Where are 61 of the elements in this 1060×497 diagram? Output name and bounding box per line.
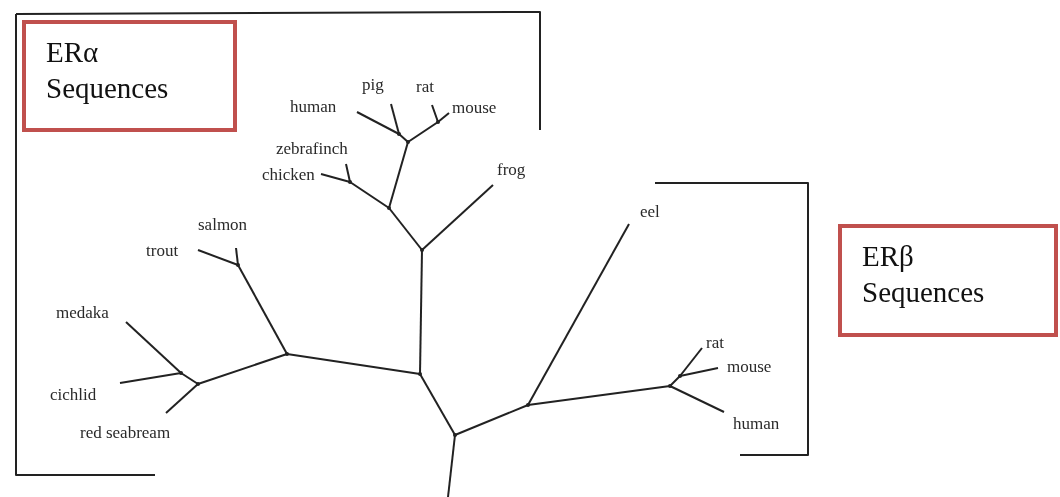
branch-point: [179, 371, 183, 375]
species-label: trout: [146, 242, 179, 260]
branch-point: [678, 374, 682, 378]
branch-point: [436, 120, 440, 124]
species-label: rat: [706, 334, 724, 352]
species-label: chicken: [262, 166, 315, 184]
tree-branch: [286, 353, 421, 375]
tree-branch: [349, 181, 390, 209]
tree-branch: [180, 372, 199, 385]
tree-branch: [527, 385, 671, 406]
tree-branch: [669, 385, 725, 413]
tree-branch: [419, 249, 423, 375]
branch-point: [420, 248, 424, 252]
species-label: cichlid: [50, 386, 97, 404]
species-label: human: [290, 98, 337, 116]
branch-point: [668, 384, 672, 388]
branch-point: [453, 433, 457, 437]
tree-branch: [165, 383, 199, 414]
species-label: pig: [362, 76, 384, 94]
tree-branch: [454, 404, 529, 436]
tree-branch: [356, 111, 400, 135]
species-label: mouse: [452, 99, 497, 117]
branch-point: [236, 263, 240, 267]
tree-branch: [527, 223, 630, 406]
tree-branch: [421, 184, 494, 251]
tree-branch: [235, 247, 239, 266]
species-label: rat: [416, 78, 434, 96]
species-label: salmon: [198, 216, 248, 234]
branch-point: [348, 180, 352, 184]
tree-branch: [197, 249, 239, 266]
tree-branch: [431, 104, 439, 123]
tree-branch: [419, 373, 456, 436]
tree-branch: [447, 434, 456, 497]
branch-point: [285, 352, 289, 356]
tree-branch: [125, 321, 182, 374]
tree-branch: [345, 163, 351, 183]
group-label-box: ERα Sequences: [22, 20, 237, 132]
tree-branch: [407, 121, 439, 143]
branch-point: [387, 206, 391, 210]
species-label: mouse: [727, 358, 772, 376]
branch-point: [406, 140, 410, 144]
species-label: medaka: [56, 304, 109, 322]
branch-point: [397, 132, 401, 136]
tree-branch: [119, 372, 182, 384]
branch-point: [526, 403, 530, 407]
species-label: frog: [497, 161, 526, 179]
species-label: red seabream: [80, 424, 171, 442]
tree-branch: [679, 347, 703, 377]
species-label: eel: [640, 203, 660, 221]
tree-branch: [388, 207, 423, 251]
group-label-box: ERβ Sequences: [838, 224, 1058, 337]
branch-point: [196, 382, 200, 386]
tree-branch: [390, 103, 400, 135]
tree-branch: [197, 353, 288, 385]
branch-point: [418, 372, 422, 376]
species-label: zebrafinch: [276, 140, 348, 158]
tree-branch: [320, 173, 351, 183]
tree-branch: [388, 141, 409, 209]
tree-branch: [237, 264, 288, 355]
tree-branch: [679, 367, 719, 377]
species-label: human: [733, 415, 780, 433]
